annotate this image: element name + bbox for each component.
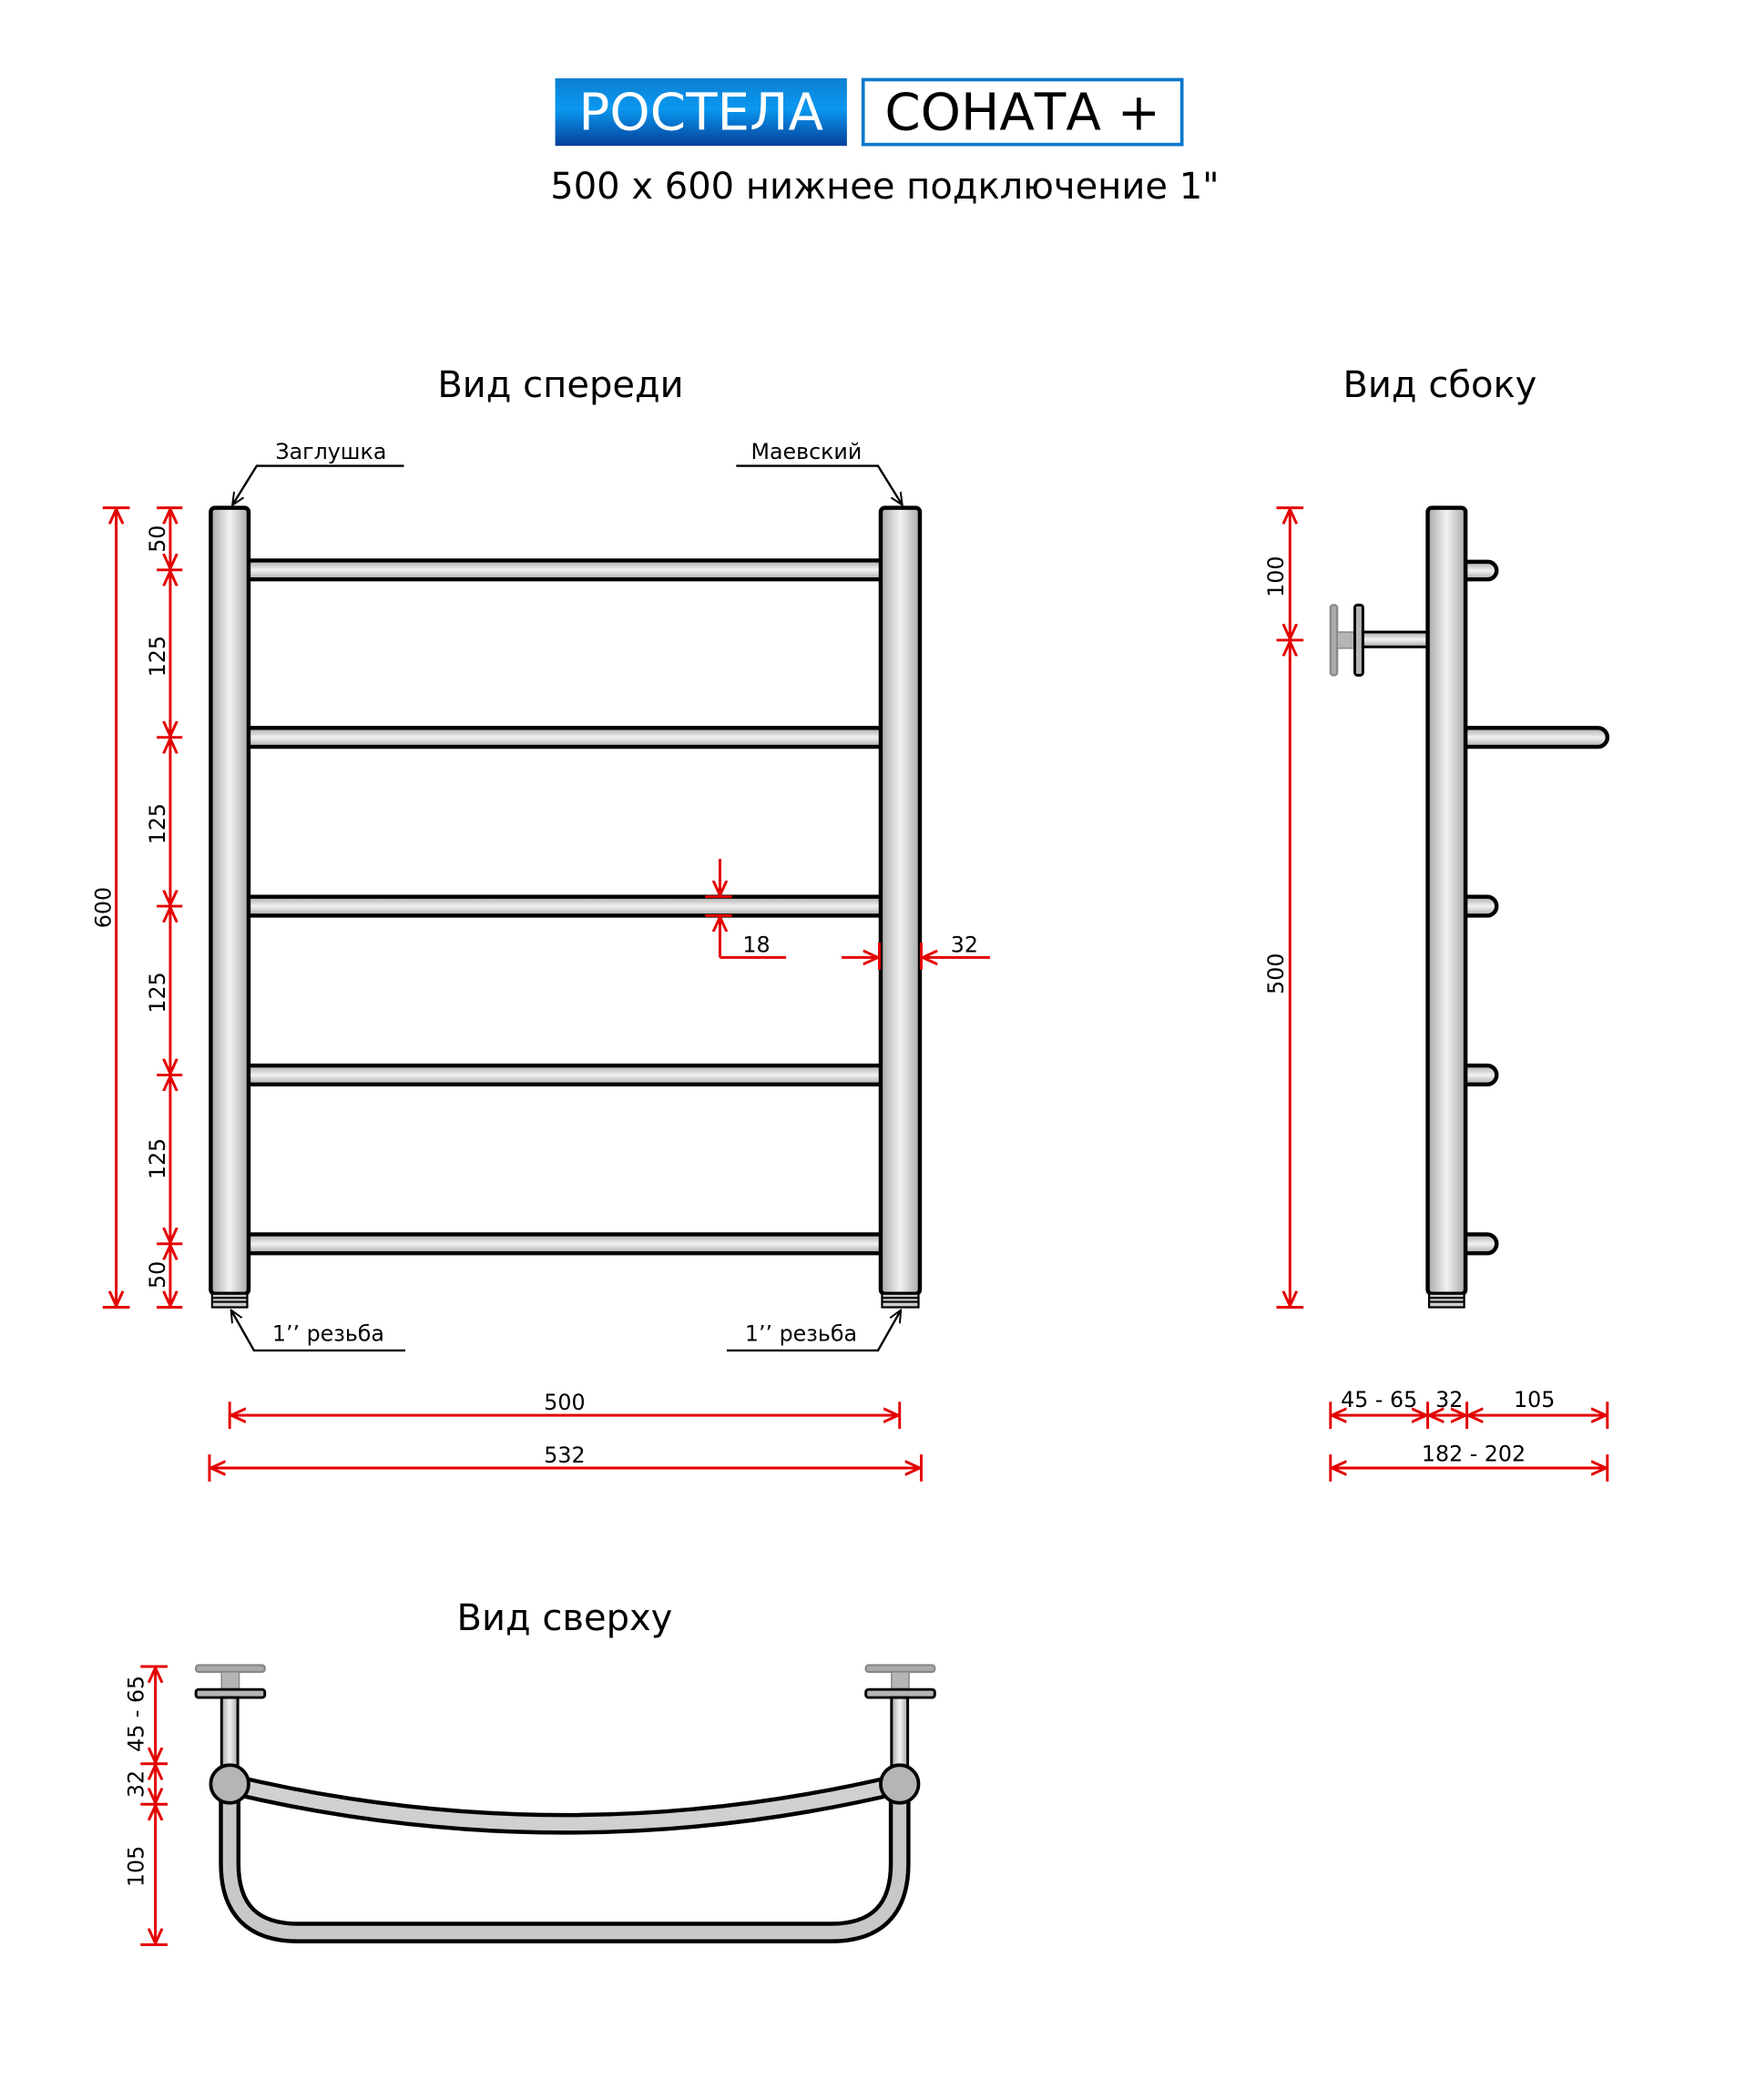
rail — [240, 558, 893, 582]
dim-label: 105 — [1514, 1387, 1555, 1412]
u-rail — [219, 1773, 911, 1943]
dim-label: 45 - 65 — [123, 1676, 148, 1752]
dim-label: 50 — [145, 1261, 170, 1289]
dim-label: 500 — [544, 1390, 585, 1415]
dim-label: 532 — [544, 1442, 585, 1468]
thread-side — [1427, 1292, 1465, 1309]
dim-label: 125 — [145, 1138, 170, 1179]
dim-rail-diameter: 18 — [705, 859, 787, 959]
dim-side-depth: 45 - 65 32 105 182 - 202 — [1329, 1387, 1609, 1482]
dim-width-500: 500 — [228, 1390, 902, 1429]
dim-label: 45 - 65 — [1341, 1387, 1417, 1412]
front-view: Вид спереди Заглушка Маевский 1’’ резьба… — [91, 364, 991, 1482]
thread-right-leader — [726, 1310, 901, 1352]
dim-label: 105 — [123, 1846, 148, 1887]
rails — [218, 558, 913, 1256]
dim-label: 32 — [123, 1770, 148, 1798]
rail-stub-long — [1456, 726, 1610, 749]
wall-mount-left — [194, 1664, 267, 1805]
thread-left-label: 1’’ резьба — [272, 1321, 384, 1347]
rail — [240, 1063, 893, 1087]
thread-left — [210, 1292, 249, 1309]
top-view-title: Вид сверху — [457, 1597, 673, 1639]
wall-bracket — [1329, 603, 1431, 677]
left-riser — [209, 505, 251, 1296]
brand-badge — [555, 78, 847, 147]
wall-mount-right — [864, 1664, 936, 1805]
rail — [240, 1232, 893, 1256]
dim-width-532: 532 — [208, 1442, 923, 1482]
subtitle: 500 x 600 нижнее подключение 1" — [550, 166, 1219, 208]
dim-label: 182 - 202 — [1422, 1442, 1526, 1467]
dim-label: 50 — [145, 525, 170, 553]
front-view-title: Вид спереди — [437, 364, 683, 406]
rail — [240, 894, 893, 918]
dim-side-height: 100 500 — [1263, 506, 1304, 1309]
side-riser — [1425, 505, 1468, 1296]
right-riser — [878, 505, 923, 1296]
rail — [218, 726, 913, 749]
brand-name: РОСТЕЛА — [578, 83, 823, 142]
dim-top-depth: 45 - 65 32 105 — [123, 1665, 168, 1946]
dim-label: 600 — [91, 887, 117, 928]
dim-segments: 50 125 125 125 125 50 — [145, 506, 183, 1309]
thread-right — [881, 1292, 920, 1309]
dim-label: 125 — [145, 972, 170, 1013]
plug-leader — [232, 464, 404, 505]
model-name: СОНАТА + — [884, 83, 1160, 142]
dim-label: 500 — [1263, 953, 1289, 994]
thread-right-label: 1’’ резьба — [745, 1321, 857, 1347]
header: РОСТЕЛА СОНАТА + 500 x 600 нижнее подклю… — [550, 77, 1220, 208]
side-view: Вид сбоку 100 500 45 — [1263, 364, 1610, 1482]
dim-label: 100 — [1263, 556, 1289, 597]
side-view-title: Вид сбоку — [1343, 364, 1536, 406]
model-badge — [861, 77, 1184, 147]
plug-label: Заглушка — [275, 439, 386, 464]
dim-label: 32 — [951, 932, 978, 957]
valve-label: Маевский — [751, 439, 863, 464]
dim-label: 125 — [145, 803, 170, 844]
top-view: Вид сверху 45 - 65 3 — [123, 1597, 936, 1946]
dim-tube-diameter: 32 — [841, 932, 991, 970]
dim-height-600: 600 — [91, 506, 130, 1309]
valve-leader — [736, 464, 902, 505]
dim-label: 125 — [145, 636, 170, 677]
dim-label: 32 — [1435, 1387, 1463, 1412]
thread-left-leader — [231, 1310, 405, 1352]
dim-label: 18 — [742, 932, 770, 957]
